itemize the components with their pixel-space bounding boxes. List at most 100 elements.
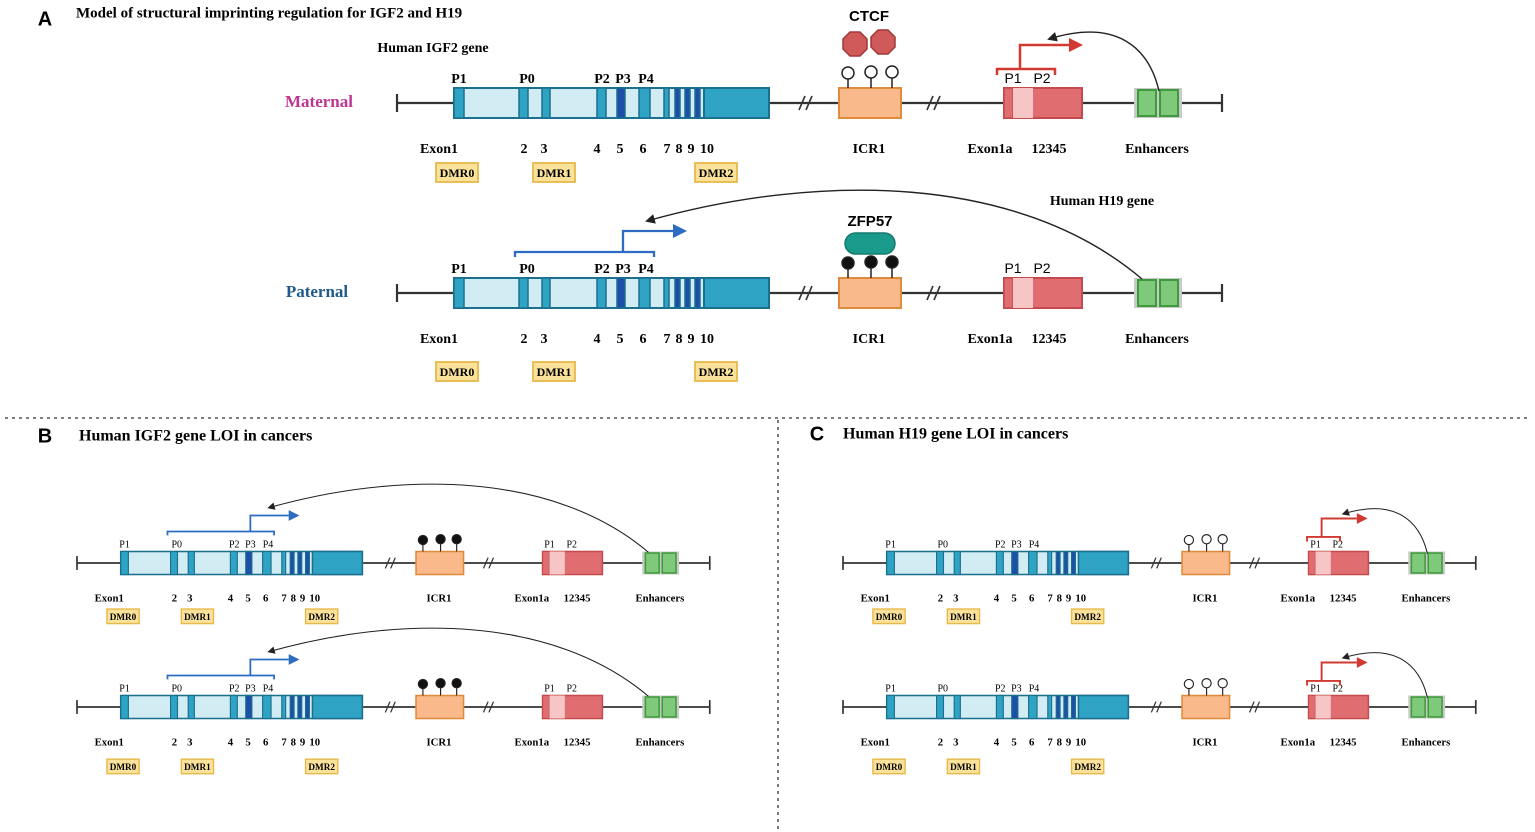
igf2-last-exon <box>703 87 770 119</box>
exon1a-label: Exon1a <box>1281 592 1316 604</box>
exon-number-label: 6 <box>263 592 269 604</box>
igf2-exon <box>541 277 551 309</box>
methylated-cpg <box>417 678 429 690</box>
igf2-exon <box>187 694 195 720</box>
igf2-promoter-label: P4 <box>1029 684 1040 695</box>
icr1-box <box>838 87 902 119</box>
exon-number-label: 9 <box>1066 592 1071 604</box>
exon-number-label: 10 <box>700 142 714 157</box>
panel-letter-a: A <box>38 8 52 30</box>
exon-number-label: 10 <box>309 736 320 748</box>
exon-number-label: 9 <box>1066 736 1071 748</box>
enhancers-label: Enhancers <box>1125 332 1189 347</box>
enhancer-box <box>644 696 660 718</box>
enhancer-to-h19-arc <box>1341 508 1428 554</box>
exon-number-label: 3 <box>953 736 958 748</box>
igf2-transcription-arrow <box>249 658 289 676</box>
dmr-box <box>435 361 479 382</box>
exon-number-label: 4 <box>594 142 601 157</box>
igf2-exon <box>297 550 303 576</box>
igf2-exon <box>1070 694 1076 720</box>
igf2-promoter-bracket <box>513 250 656 257</box>
break-mark <box>390 701 396 713</box>
igf2-exon <box>541 87 551 119</box>
break-mark <box>1248 557 1255 569</box>
igf2-promoter-bracket <box>166 674 276 680</box>
exon-number-label: 8 <box>676 142 683 157</box>
break-mark <box>1156 701 1162 713</box>
h19-arrow-head <box>1356 513 1368 524</box>
igf2-exon <box>694 87 701 119</box>
igf2-exon <box>1063 694 1069 720</box>
igf2-promoter-label: P0 <box>937 684 948 695</box>
igf2-exon <box>1028 550 1038 576</box>
exon-number-label: 6 <box>1029 736 1035 748</box>
exon1-label: Exon1 <box>420 142 458 157</box>
break-mark <box>384 557 391 569</box>
igf2-exon <box>684 87 691 119</box>
igf2-exon <box>297 694 303 720</box>
exon-number-label: 6 <box>263 736 269 748</box>
exon1a-label: Exon1a <box>967 142 1012 157</box>
igf2-promoter-label: P2 <box>995 540 1006 551</box>
methylated-cpg <box>435 678 446 689</box>
h19-promoter-bracket <box>1306 679 1341 686</box>
igf2-promoter-label: P3 <box>245 684 256 695</box>
h19-exon-light <box>1315 695 1331 719</box>
dmr-label: DMR0 <box>876 612 903 622</box>
dmr-label: DMR0 <box>110 762 137 772</box>
exon-number-label: 4 <box>994 592 1000 604</box>
h19-exons-label: 12345 <box>1330 736 1357 748</box>
exon-number-label: 8 <box>1057 736 1062 748</box>
dmr-label: DMR2 <box>1074 612 1101 622</box>
igf2-promoter-label: P2 <box>594 262 610 277</box>
exon1-label: Exon1 <box>861 592 890 604</box>
dmr-box <box>180 758 215 775</box>
h19-promoter-label: P2 <box>1033 260 1050 276</box>
h19-exons-label: 12345 <box>564 736 591 748</box>
igf2-last-exon <box>1077 694 1130 720</box>
panel-title-b: Human IGF2 gene LOI in cancers <box>79 428 312 445</box>
h19-promoter-label: P2 <box>1033 70 1050 86</box>
exon-number-label: 9 <box>688 332 695 347</box>
exon-number-label: 3 <box>953 592 958 604</box>
h19-exon <box>1307 550 1317 576</box>
enhancer-box <box>1427 552 1443 574</box>
igf2-promoter-label: P1 <box>885 684 896 695</box>
methylated-cpg <box>435 534 446 545</box>
break-mark <box>798 95 806 111</box>
igf2-exon <box>995 694 1004 720</box>
igf2-exon <box>935 694 945 720</box>
exon-number-label: 5 <box>617 332 624 347</box>
exon-number-label: 7 <box>281 592 287 604</box>
dmr-box <box>1070 758 1105 775</box>
igf2-arrow-head <box>673 224 687 238</box>
exon-number-label: 6 <box>1029 592 1035 604</box>
h19-gene-label: Human H19 gene <box>1050 194 1154 209</box>
igf2-exon <box>596 87 607 119</box>
dmr-box <box>106 608 140 625</box>
break-mark <box>488 701 495 713</box>
icr1-label: ICR1 <box>1193 736 1218 748</box>
dmr-label: DMR1 <box>184 612 211 622</box>
break-mark <box>384 701 391 713</box>
h19-promoter-label: P2 <box>566 540 577 551</box>
enhancer-to-igf2-arc <box>267 483 649 553</box>
icr1-box <box>1181 694 1231 720</box>
dmr-label: DMR1 <box>537 365 572 379</box>
igf2-exon <box>187 550 195 576</box>
h19-exon-light <box>549 695 565 719</box>
h19-exon-light <box>1013 278 1033 308</box>
exon-number-label: 8 <box>676 332 683 347</box>
h19-exon-light <box>549 551 565 575</box>
break-mark <box>1254 557 1261 569</box>
igf2-exon <box>1047 550 1053 576</box>
exon-number-label: 7 <box>664 142 671 157</box>
methylated-cpg <box>417 534 429 546</box>
h19-promoter-label: P2 <box>1332 684 1343 695</box>
igf2-exon <box>1055 694 1061 720</box>
exon-number-label: 10 <box>1075 736 1086 748</box>
exon-number-label: 6 <box>640 142 647 157</box>
